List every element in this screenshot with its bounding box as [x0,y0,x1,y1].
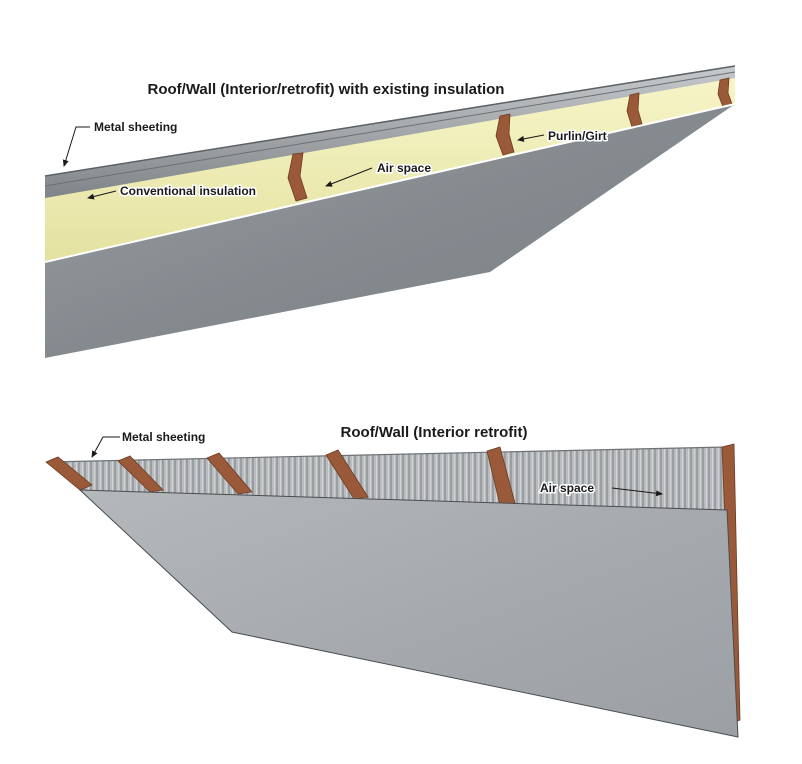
purlin [626,92,643,128]
purlin [206,452,253,495]
purlins-2 [45,446,516,506]
metal-sheeting-layer [45,66,735,198]
air-space-leader-1 [325,167,373,187]
purlin [117,455,164,493]
purlin [45,456,93,491]
interior-panel-2 [78,489,739,738]
air-space-label-1: Air space [377,161,431,175]
conventional-insulation-label: Conventional insulation [120,184,256,198]
metal-sheeting-leader [62,126,90,167]
purlin-girt-label: Purlin/Girt [548,129,607,143]
insulation-layer [45,76,735,262]
metal-sheeting-label: Metal sheeting [94,120,177,134]
diagram2-title: Roof/Wall (Interior retrofit) [341,424,528,441]
purlin [325,449,369,500]
purlin [287,152,308,202]
interior-panel [45,104,735,358]
air-space-leader-2 [611,487,663,497]
metal-sheeting-leader-2 [91,436,120,458]
purlins [287,77,733,202]
air-space-label-2: Air space [540,481,594,495]
metal-sheeting-label-2: Metal sheeting [122,430,205,444]
diagram1-title: Roof/Wall (Interior/retrofit) with exist… [148,81,505,98]
diagram-interior-retrofit: Roof/Wall (Interior retrofit) Metal shee… [45,424,741,738]
conventional-insulation-leader [87,190,117,200]
purlin [495,113,515,156]
purlin-girt-leader [517,134,545,142]
diagram-existing-insulation: Roof/Wall (Interior/retrofit) with exist… [44,65,736,358]
